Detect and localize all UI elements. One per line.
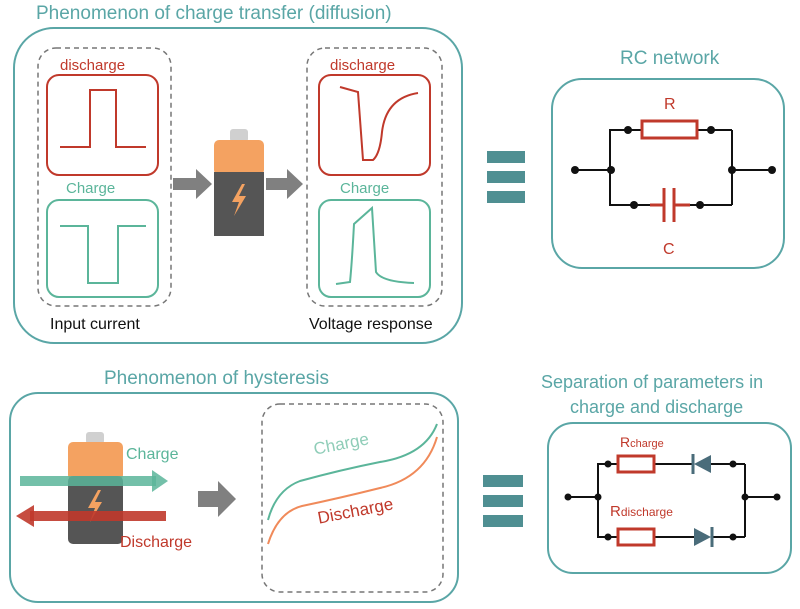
separation-frame [547, 422, 792, 574]
output-discharge-label: discharge [330, 57, 396, 74]
r-discharge-label: Rdischarge [610, 503, 673, 520]
battery-icon [214, 129, 264, 236]
rc-network-frame [551, 78, 785, 269]
discharge-arrow-label: Discharge [120, 534, 193, 551]
discharge-arrow [16, 505, 166, 527]
separation-title-line1: Separation of parameters in [541, 372, 764, 392]
rc-network-title: RC network [620, 48, 720, 69]
input-charge-pulse [60, 225, 146, 284]
separation-title-line2: charge and discharge [570, 397, 744, 417]
input-current-dashed-box [37, 47, 172, 307]
hysteresis-discharge-curve [267, 436, 438, 545]
separation-nodes [564, 460, 781, 541]
charge-arrow-label: Charge [126, 446, 179, 463]
rc-capacitor-label: C [663, 241, 675, 258]
arrow-battery-to-response [266, 169, 303, 199]
charge-transfer-title: Phenomenon of charge transfer (diffusion… [36, 3, 392, 24]
r-discharge-sub: discharge [620, 505, 673, 519]
arrow-input-to-battery [173, 169, 212, 199]
charge-arrow [20, 470, 168, 492]
input-discharge-panel [46, 74, 159, 176]
equals-sign-bottom [483, 475, 523, 527]
input-charge-label: Charge [66, 180, 116, 197]
separation-circuit [568, 463, 777, 538]
r-charge-main: R [620, 434, 631, 450]
diode-top [691, 454, 711, 474]
charge-transfer-frame [13, 27, 463, 344]
output-charge-panel [318, 199, 431, 298]
input-discharge-pulse [60, 89, 146, 148]
r-discharge-main: R [610, 503, 621, 520]
output-charge-label: Charge [340, 180, 390, 197]
voltage-response-caption: Voltage response [309, 316, 433, 333]
output-charge-curve [335, 205, 415, 285]
output-discharge-curve [339, 86, 419, 161]
hysteresis-charge-curve [267, 423, 438, 521]
rc-nodes [571, 126, 776, 209]
hysteresis-title: Phenomenon of hysteresis [104, 368, 329, 389]
rc-capacitor [650, 188, 690, 222]
voltage-response-dashed-box [306, 47, 443, 307]
r-charge-resistor [616, 454, 656, 474]
input-discharge-label: discharge [60, 57, 126, 74]
output-discharge-panel [318, 74, 431, 176]
equals-sign-top [487, 151, 525, 203]
r-charge-label: Rcharge [620, 434, 664, 450]
input-current-caption: Input current [50, 316, 140, 333]
hysteresis-frame [9, 392, 459, 603]
rc-resistor-label: R [664, 96, 676, 113]
diode-bottom [694, 527, 714, 547]
input-charge-panel [46, 199, 159, 298]
battery-icon-bottom [68, 432, 123, 544]
r-discharge-resistor [616, 527, 656, 547]
r-charge-sub: charge [630, 438, 664, 450]
arrow-battery-to-curves [198, 481, 236, 517]
rc-resistor [640, 119, 699, 140]
hysteresis-dashed-box [261, 403, 444, 593]
